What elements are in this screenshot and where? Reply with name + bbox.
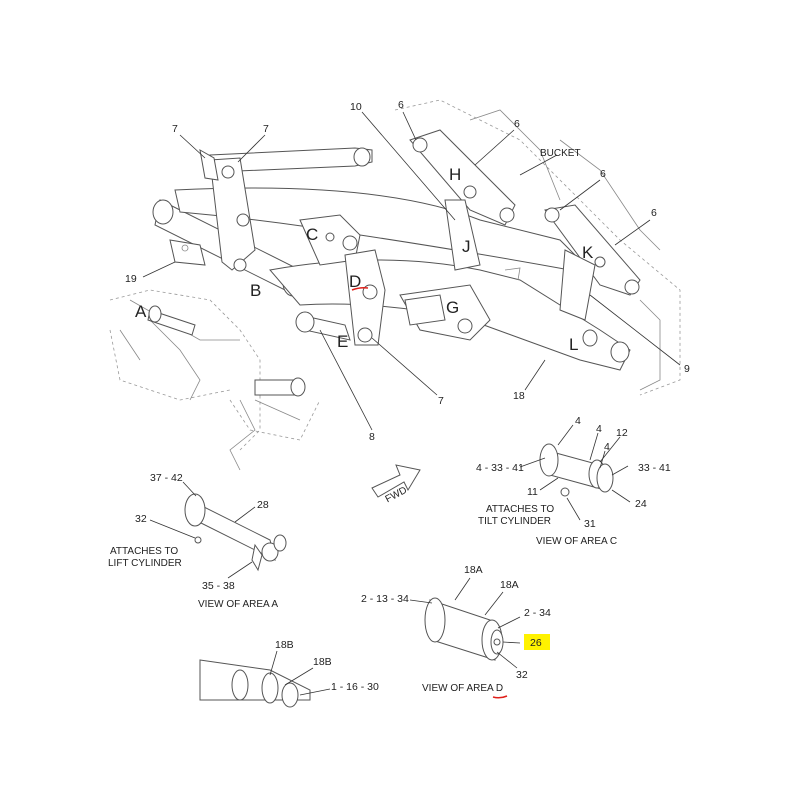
callout-12: 12 [616, 427, 628, 439]
callout-8: 8 [369, 431, 375, 443]
callout-1-16-30: 1 - 16 - 30 [331, 681, 379, 693]
callout-37-42: 37 - 42 [150, 472, 183, 484]
main-callouts: 10 6 6 6 6 7 7 7 19 9 18 8 BUCKET [125, 99, 690, 443]
view-d-labels: 18A 18A 2 - 13 - 34 2 - 34 26 32 VIEW OF… [361, 564, 551, 699]
callout-32: 32 [135, 513, 147, 525]
red-mark-d-main [351, 286, 369, 291]
callout-18a: 18A [500, 579, 519, 591]
callout-9: 9 [684, 363, 690, 375]
callout-7: 7 [438, 395, 444, 407]
callout-26: 26 [530, 637, 542, 649]
callout-19: 19 [125, 273, 137, 285]
letter-l: L [569, 335, 578, 354]
callout-24: 24 [635, 498, 647, 510]
callout-11: 11 [527, 486, 538, 498]
main-letters: A B C D E G H J K L [135, 165, 594, 354]
view-a-caption: VIEW OF AREA A [198, 599, 278, 610]
callout-4: 4 [596, 423, 602, 435]
callout-2-34: 2 - 34 [524, 607, 551, 619]
fwd-arrow [371, 464, 421, 498]
main-assembly-drawing [109, 99, 681, 471]
view-c-caption: VIEW OF AREA C [536, 536, 617, 547]
callout-6: 6 [398, 99, 404, 111]
callout-28: 28 [257, 499, 269, 511]
callout-6: 6 [600, 168, 606, 180]
callout-18b: 18B [275, 639, 294, 651]
callout-18: 18 [513, 390, 525, 402]
tilt-note-line1: ATTACHES TO [486, 504, 554, 515]
bucket-label: BUCKET [540, 148, 581, 159]
callout-7: 7 [172, 123, 178, 135]
view-a-drawing [149, 481, 287, 579]
letter-a: A [135, 302, 147, 321]
callout-4: 4 [604, 441, 610, 453]
callout-31: 31 [584, 518, 596, 530]
highlight-26 [524, 634, 550, 650]
callout-18b: 18B [313, 656, 332, 668]
callout-33-41: 33 - 41 [638, 462, 671, 474]
letter-c: C [306, 225, 318, 244]
letter-d: D [349, 272, 361, 291]
letter-j: J [462, 237, 471, 256]
callout-2-13-34: 2 - 13 - 34 [361, 593, 409, 605]
callout-32: 32 [516, 669, 528, 681]
view-c-drawing [519, 424, 631, 521]
lift-note-line2: LIFT CYLINDER [108, 558, 182, 569]
callout-4: 4 [575, 415, 581, 427]
letter-e: E [337, 332, 348, 351]
leader-lines-main [142, 111, 681, 431]
bottom-partial-labels: 18B 18B 1 - 16 - 30 [275, 639, 379, 693]
tilt-note-line2: TILT CYLINDER [478, 516, 551, 527]
callout-18a: 18A [464, 564, 483, 576]
lift-note-line1: ATTACHES TO [110, 546, 178, 557]
callout-6: 6 [651, 207, 657, 219]
letter-h: H [449, 165, 461, 184]
callout-4-33-41: 4 - 33 - 41 [476, 462, 524, 474]
letter-g: G [446, 298, 459, 317]
red-mark-d-view [492, 695, 508, 699]
view-d-caption: VIEW OF AREA D [422, 683, 503, 694]
callout-6: 6 [514, 118, 520, 130]
view-d-letter: D [496, 683, 503, 694]
callout-10: 10 [350, 101, 362, 113]
callout-7: 7 [263, 123, 269, 135]
view-b-partial-drawing [199, 650, 331, 708]
view-a-labels: 37 - 42 32 28 ATTACHES TO LIFT CYLINDER … [108, 472, 278, 610]
view-c-labels: 4 4 12 4 4 - 33 - 41 33 - 41 11 24 ATTAC… [476, 415, 671, 547]
letter-k: K [582, 243, 594, 262]
view-d-drawing [409, 577, 521, 669]
callout-35-38: 35 - 38 [202, 580, 235, 592]
letter-b: B [250, 281, 261, 300]
